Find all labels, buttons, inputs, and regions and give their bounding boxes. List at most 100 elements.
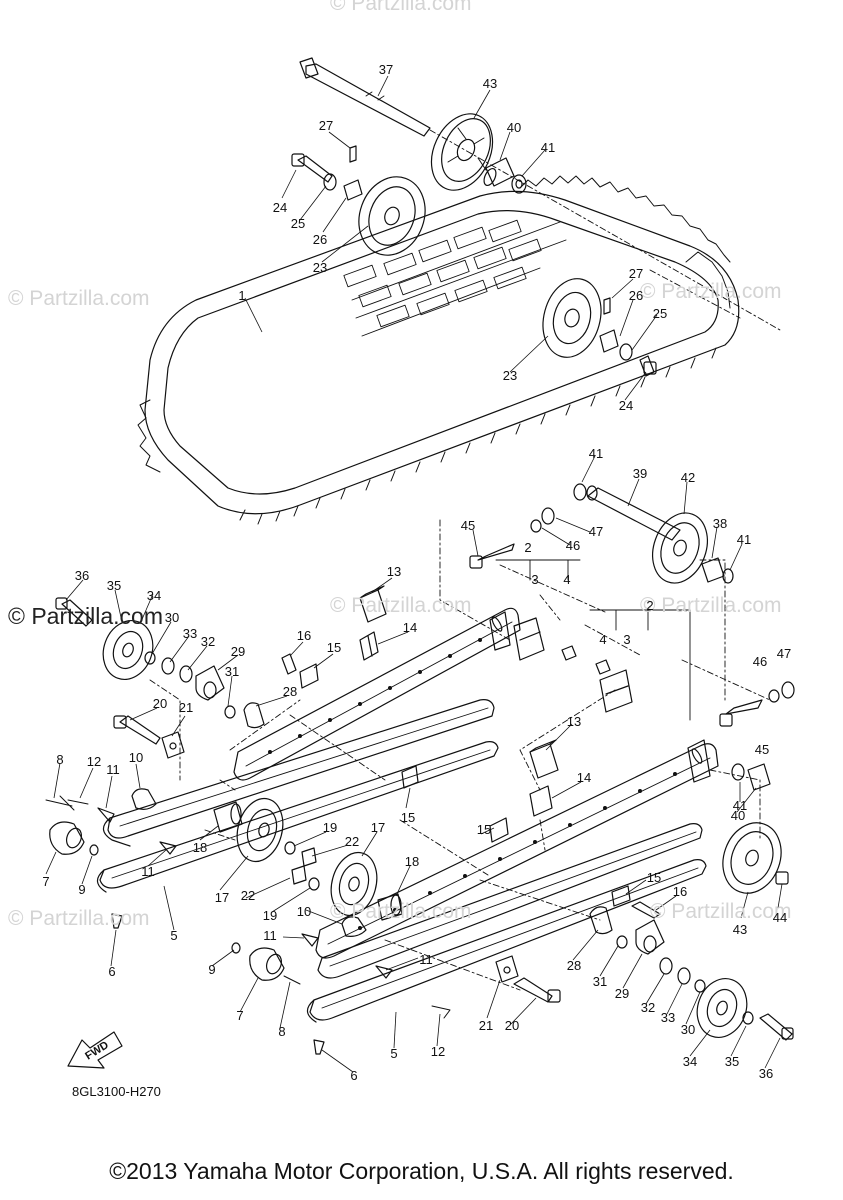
part-callout-number: 7 (236, 1008, 243, 1023)
part-callout-number: 28 (567, 958, 581, 973)
part-callout-number: 20 (153, 696, 167, 711)
part-callout-number: 26 (629, 288, 643, 303)
part-callout-number: 11 (141, 864, 155, 879)
part-callout-number: 43 (733, 922, 747, 937)
part-callout-number: 21 (479, 1018, 493, 1033)
part-callout-number: 35 (107, 578, 121, 593)
watermark: © Partzilla.com (640, 594, 782, 617)
watermark: © Partzilla.com (640, 280, 782, 303)
diagram-code: 8GL3100-H270 (72, 1084, 161, 1099)
part-callout-number: 46 (566, 538, 580, 553)
part-callout-number: 11 (263, 928, 277, 943)
part-callout-number: 28 (283, 684, 297, 699)
part-callout-number: 23 (503, 368, 517, 383)
part-callout-number: 41 (541, 140, 555, 155)
part-callout-number: 22 (241, 888, 255, 903)
part-callout-number: 9 (208, 962, 215, 977)
front-axle-assembly (470, 484, 794, 901)
part-callout-number: 29 (615, 986, 629, 1001)
part-callout-number: 10 (297, 904, 311, 919)
part-callout-number: 13 (567, 714, 581, 729)
part-callout-number: 29 (231, 644, 245, 659)
part-callout-number: 19 (323, 820, 337, 835)
left-slide-rail-assembly (46, 586, 520, 928)
part-callout-number: 15 (401, 810, 415, 825)
part-callout-number: 33 (661, 1010, 675, 1025)
part-callout-number: 11 (419, 952, 433, 967)
part-callout-number: 17 (215, 890, 229, 905)
part-callout-number: 40 (731, 808, 745, 823)
part-callout-number: 45 (755, 742, 769, 757)
part-callout-number: 4 (599, 632, 606, 647)
part-callout-number: 5 (390, 1046, 397, 1061)
part-callout-number: 39 (633, 466, 647, 481)
part-callout-number: 30 (165, 610, 179, 625)
part-callout-number: 34 (147, 588, 161, 603)
part-callout-number: 42 (681, 470, 695, 485)
forward-direction-arrow (68, 1032, 122, 1068)
part-callout-number: 40 (507, 120, 521, 135)
part-callout-number: 34 (683, 1054, 697, 1069)
part-callout-number: 32 (641, 1000, 655, 1015)
alignment-leader-lines (150, 130, 780, 990)
watermark: © Partzilla.com (330, 900, 472, 923)
group-brackets (496, 560, 690, 720)
part-callout-number: 38 (713, 516, 727, 531)
part-callout-number: 20 (505, 1018, 519, 1033)
part-callout-number: 23 (313, 260, 327, 275)
part-callout-number: 9 (78, 882, 85, 897)
part-callout-number: 32 (201, 634, 215, 649)
part-callout-number: 19 (263, 908, 277, 923)
part-callout-number: 24 (619, 398, 633, 413)
track-belt (138, 176, 739, 524)
part-callout-number: 1 (238, 288, 245, 303)
part-callout-number: 6 (350, 1068, 357, 1083)
part-callout-number: 27 (629, 266, 643, 281)
part-callout-number: 7 (42, 874, 49, 889)
part-callout-number: 16 (673, 884, 687, 899)
part-callout-number: 22 (345, 834, 359, 849)
part-callout-number: 18 (405, 854, 419, 869)
part-callout-number: 4 (563, 572, 570, 587)
part-callout-number: 35 (725, 1054, 739, 1069)
part-callout-number: 33 (183, 626, 197, 641)
callout-leaders (46, 76, 782, 1072)
part-callout-number: 2 (524, 540, 531, 555)
part-callout-number: 41 (589, 446, 603, 461)
part-callout-number: 41 (733, 798, 747, 813)
part-callout-number: 10 (129, 750, 143, 765)
part-callout-number: 31 (225, 664, 239, 679)
part-callout-number: 18 (193, 840, 207, 855)
part-callout-number: 6 (108, 964, 115, 979)
part-callout-number: 8 (278, 1024, 285, 1039)
part-callout-number: 45 (461, 518, 475, 533)
part-callout-number: 46 (753, 654, 767, 669)
part-callout-number: 11 (106, 762, 120, 777)
part-callout-number: 27 (319, 118, 333, 133)
part-callout-number: 8 (56, 752, 63, 767)
watermark: © Partzilla.com (8, 287, 150, 310)
partzilla-watermark: © Partzilla.com (8, 603, 163, 629)
part-callout-number: 16 (297, 628, 311, 643)
part-callout-number: 37 (379, 62, 393, 77)
part-callout-number: 25 (291, 216, 305, 231)
part-callout-number: 3 (531, 572, 538, 587)
part-callout-number: 41 (737, 532, 751, 547)
watermark: © Partzilla.com (8, 907, 150, 930)
part-callout-number: 12 (87, 754, 101, 769)
part-callout-number: 14 (403, 620, 417, 635)
part-callout-number: 12 (431, 1044, 445, 1059)
part-callout-number: 31 (593, 974, 607, 989)
part-callout-number: 24 (273, 200, 287, 215)
part-callout-number: 17 (371, 820, 385, 835)
part-callout-number: 36 (759, 1066, 773, 1081)
part-callout-number: 14 (577, 770, 591, 785)
watermark: © Partzilla.com (650, 900, 792, 923)
part-callout-number: 30 (681, 1022, 695, 1037)
idler-wheel-group-right (535, 272, 656, 376)
copyright-notice: ©2013 Yamaha Motor Corporation, U.S.A. A… (109, 1158, 734, 1184)
part-callout-number: 5 (170, 928, 177, 943)
